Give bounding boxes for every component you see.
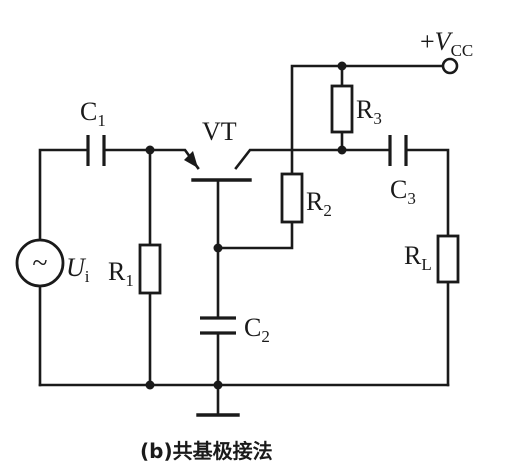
ac-source-icon: ~ (32, 248, 47, 279)
wires (38, 64, 450, 417)
emitter-arrow-icon (184, 151, 198, 168)
capacitor-c2 (200, 316, 236, 335)
label-c2: C2 (244, 313, 270, 346)
label-c3: C3 (390, 175, 416, 208)
wire-collector (234, 148, 392, 170)
junction-dot (213, 380, 223, 390)
label-vt: VT (202, 117, 237, 146)
label-r3: R3 (356, 95, 382, 128)
resistor-r1 (138, 243, 162, 295)
figure-caption: (b)共基极接法 (140, 439, 273, 463)
junction-dot (213, 243, 223, 253)
wire-c3-to-rl (404, 148, 450, 387)
wire-r2-to-vcc (290, 64, 444, 176)
junction-dot (337, 145, 347, 155)
wire-input-left (38, 148, 90, 252)
vcc-terminal-icon (441, 57, 459, 75)
resistor-rl (436, 234, 460, 284)
label-r1: R1 (108, 257, 134, 290)
label-rl: RL (404, 241, 432, 274)
resistor-r3 (330, 84, 354, 134)
label-ui: Ui (66, 253, 90, 286)
capacitor-c3 (388, 135, 408, 166)
capacitor-c1 (86, 135, 106, 166)
junction-dot (145, 380, 155, 390)
ac-source-circle (15, 238, 65, 288)
label-c1: C1 (80, 97, 106, 130)
label-vcc: +VCC (420, 27, 473, 60)
resistor-r2 (280, 172, 304, 224)
label-r2: R2 (306, 187, 332, 220)
junction-dot (337, 61, 347, 71)
junction-dots (145, 61, 347, 390)
junction-dot (145, 145, 155, 155)
wire-r2-to-base (216, 220, 294, 250)
